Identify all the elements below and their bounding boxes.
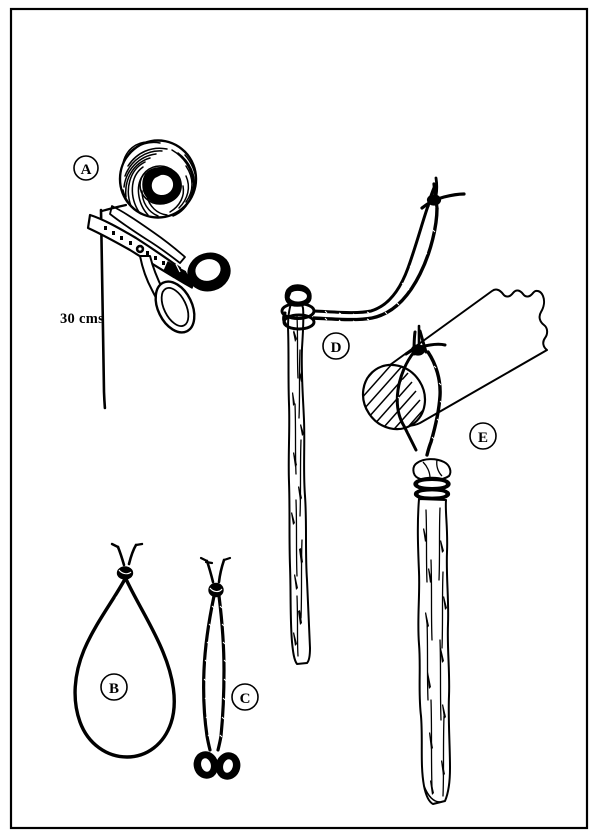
- bottom-loops-c: [193, 751, 241, 780]
- callout-c: C: [231, 683, 259, 711]
- strand-c-right: [216, 594, 226, 752]
- stick-d: [287, 299, 311, 665]
- scissors: [86, 205, 231, 334]
- callout-e: E: [469, 422, 497, 450]
- loop-b: [73, 578, 176, 759]
- cord-lashing-e: [413, 476, 451, 501]
- scissor-ring-upper: [187, 252, 231, 292]
- strand-c-left: [202, 594, 216, 752]
- scale-label: 30 cms: [60, 311, 104, 327]
- knot-d: [420, 176, 466, 210]
- hanging-string: [99, 208, 107, 410]
- item-d-stick-with-cord: [280, 176, 466, 665]
- callout-b: B: [100, 673, 128, 701]
- callout-d: D: [322, 332, 350, 360]
- item-c-doubled-string-loop: [193, 556, 241, 780]
- callout-d-label: D: [331, 340, 342, 356]
- item-a-ball-of-string-and-scissors: 30 cms: [60, 139, 231, 410]
- scissor-ring-lower: [154, 280, 196, 334]
- figure-border: [9, 7, 589, 830]
- ball-of-string: [118, 139, 198, 219]
- cord-loop-d: [312, 205, 439, 323]
- callout-b-label: B: [109, 681, 119, 697]
- knot-e-top: [404, 324, 447, 356]
- cylindrical-log-e: [355, 288, 549, 442]
- callout-e-label: E: [478, 430, 488, 446]
- callout-c-label: C: [240, 691, 251, 707]
- cord-sling-e: [395, 350, 443, 457]
- item-b-long-string-loop: [73, 542, 176, 759]
- knot-c: [208, 582, 224, 598]
- stick-e: [412, 458, 452, 805]
- string-from-ball: [100, 203, 128, 213]
- item-e-log-lashed-to-stick: [355, 288, 549, 805]
- callout-labels: A B C D E: [73, 155, 497, 711]
- callout-a: A: [73, 155, 99, 181]
- callout-a-label: A: [81, 162, 92, 178]
